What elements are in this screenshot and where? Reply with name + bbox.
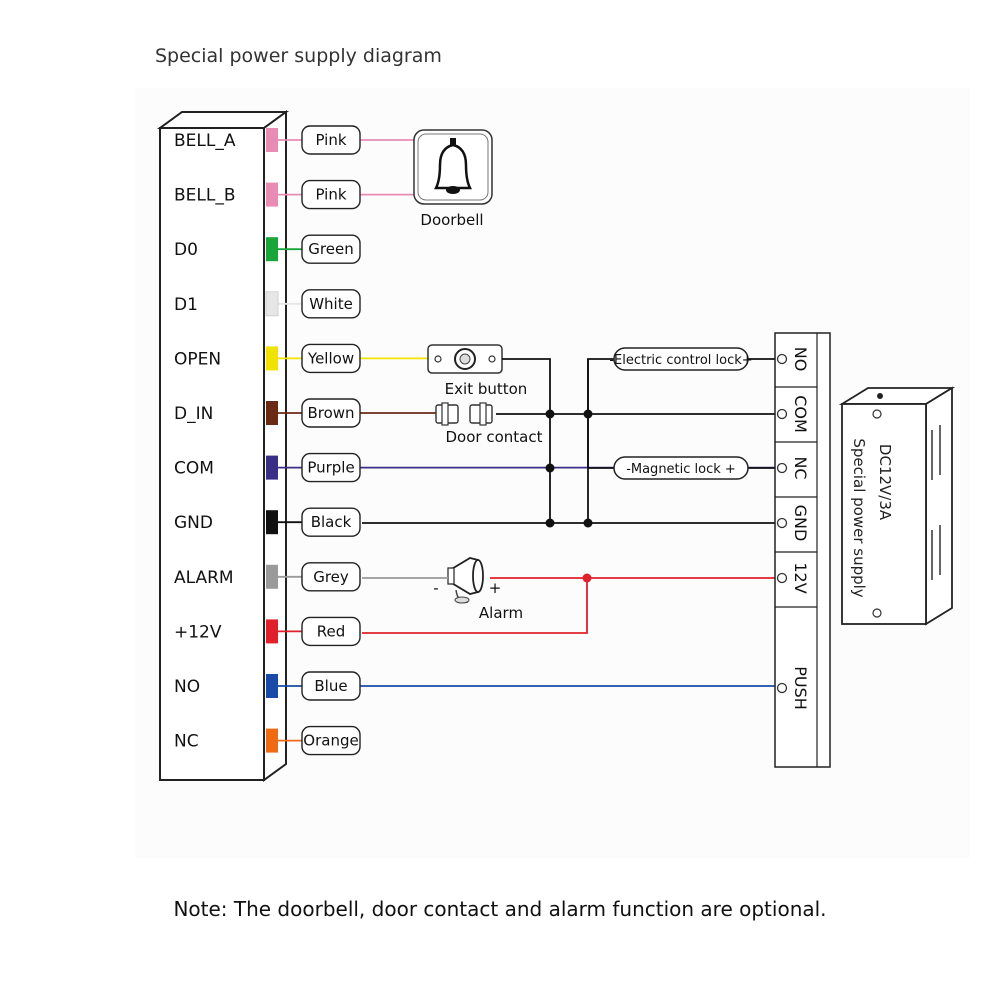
psu-terminal-no: NO [791, 347, 810, 372]
psu-rating-label: DC12V/3A [876, 444, 894, 521]
wire-label-text: Black [311, 513, 352, 531]
wire-chip-nc [266, 728, 278, 753]
wire-color-chips [265, 128, 279, 753]
bell-icon [433, 138, 473, 194]
electric-lock-label: -Electric control lock+ [609, 353, 752, 368]
terminal-bell-a: BELL_A [174, 131, 236, 151]
electric-lock-device: -Electric control lock+ [609, 347, 753, 371]
wire-label-gnd: Black [301, 507, 361, 537]
magnetic-lock-device: -Magnetic lock + [613, 456, 749, 480]
bus-wires [362, 358, 776, 524]
psu-screw-icon [776, 353, 788, 365]
terminal-no: NO [174, 677, 200, 697]
wire-label-text: Pink [315, 131, 346, 149]
wire-label-text: Brown [307, 404, 354, 422]
door-contact-label: Door contact [446, 428, 543, 446]
wire-label-d0: Green [301, 234, 361, 264]
screw-icon [488, 355, 496, 363]
exit-button-device: Exit button [427, 344, 528, 398]
terminal-com: COM [174, 459, 214, 479]
wire-chip-com [266, 455, 278, 480]
wire-chip-bell-b [266, 182, 278, 207]
wire-label-open: Yellow [301, 343, 361, 374]
junction-dot-red [582, 573, 592, 583]
terminal-gnd: GND [174, 513, 213, 533]
psu-name-label: Special power supply [850, 438, 868, 597]
psu-box: DC12V/3A Special power supply [838, 386, 956, 626]
wire-label-text: Green [308, 240, 353, 258]
magnetic-lock-label: -Magnetic lock + [626, 462, 736, 477]
alarm-minus-sign: - [433, 579, 438, 597]
exit-button-label: Exit button [445, 380, 528, 398]
screw-icon [434, 355, 442, 363]
terminal-d1: D1 [174, 295, 198, 315]
psu-terminal-com: COM [791, 395, 810, 433]
wire-chip-bell-a [266, 128, 278, 152]
wire-chip-no [266, 674, 278, 698]
wire-label-no: Blue [301, 671, 361, 701]
alarm-device: - + Alarm [433, 557, 523, 622]
terminal-nc: NC [174, 732, 199, 752]
wire-chip-gnd [266, 510, 278, 535]
psu-screw-icon [776, 572, 788, 584]
wire-label-d-in: Brown [301, 398, 361, 428]
doorbell-device: Doorbell [413, 129, 493, 229]
psu-terminal-nc: NC [791, 456, 810, 479]
red-12v-wires [362, 577, 776, 634]
wire-labels: PinkPinkGreenWhiteYellowBrownPurpleBlack… [301, 125, 361, 756]
controller-box [156, 110, 290, 782]
terminal-alarm: ALARM [174, 568, 234, 588]
alarm-label: Alarm [479, 604, 523, 622]
screw-icon [872, 608, 882, 618]
psu-screw-icon [776, 517, 788, 529]
wire-chip-d1 [265, 291, 279, 317]
psu-terminal-12v: 12V [791, 562, 810, 593]
wire-label-12v: Red [301, 616, 361, 647]
diagram-note: Note: The doorbell, door contact and ala… [173, 897, 826, 921]
psu-terminal-push: PUSH [791, 666, 810, 710]
wire-chip-d-in [266, 401, 278, 425]
terminal-d0: D0 [174, 240, 198, 260]
terminal-bell-b: BELL_B [174, 186, 236, 206]
screw-icon [872, 409, 882, 419]
wire-chip-alarm [266, 564, 278, 589]
psu-terminals: NO COM NC GND 12V PUSH [776, 347, 810, 710]
doorbell-label: Doorbell [420, 211, 483, 229]
psu-terminal-gnd: GND [791, 505, 810, 542]
wire-label-text: White [309, 295, 353, 313]
psu-screw-icon [776, 408, 788, 420]
terminal-open: OPEN [174, 349, 221, 369]
wire-label-text: Orange [303, 732, 358, 750]
terminal-d-in: D_IN [174, 404, 213, 424]
terminal-12v: +12V [174, 622, 222, 642]
wire-chip-d0 [266, 237, 278, 262]
junction-dots [545, 409, 593, 528]
wire-label-alarm: Grey [301, 562, 361, 592]
wire-label-text: Purple [307, 459, 354, 477]
wire-label-com: Purple [301, 452, 361, 483]
wire-label-text: Blue [314, 677, 347, 695]
psu-screw-icon [776, 682, 788, 694]
wire-chip-open [266, 346, 278, 371]
alarm-plus-sign: + [489, 579, 502, 597]
wire-label-bell-a: Pink [301, 125, 361, 155]
wire-chip-12v [266, 619, 278, 644]
diagram-title: Special power supply diagram [155, 45, 442, 67]
wire-label-text: Red [317, 622, 346, 640]
wire-label-text: Grey [313, 568, 349, 586]
wire-label-bell-b: Pink [301, 179, 361, 210]
wire-label-text: Yellow [307, 349, 354, 367]
psu-screw-icon [776, 462, 788, 474]
wire-label-text: Pink [315, 186, 346, 204]
wire-label-nc: Orange [301, 725, 361, 756]
psu-terminal-strip [774, 332, 831, 768]
wire-label-d1: White [301, 289, 361, 319]
siren-icon [447, 557, 484, 604]
door-contact-device: Door contact [435, 402, 543, 446]
